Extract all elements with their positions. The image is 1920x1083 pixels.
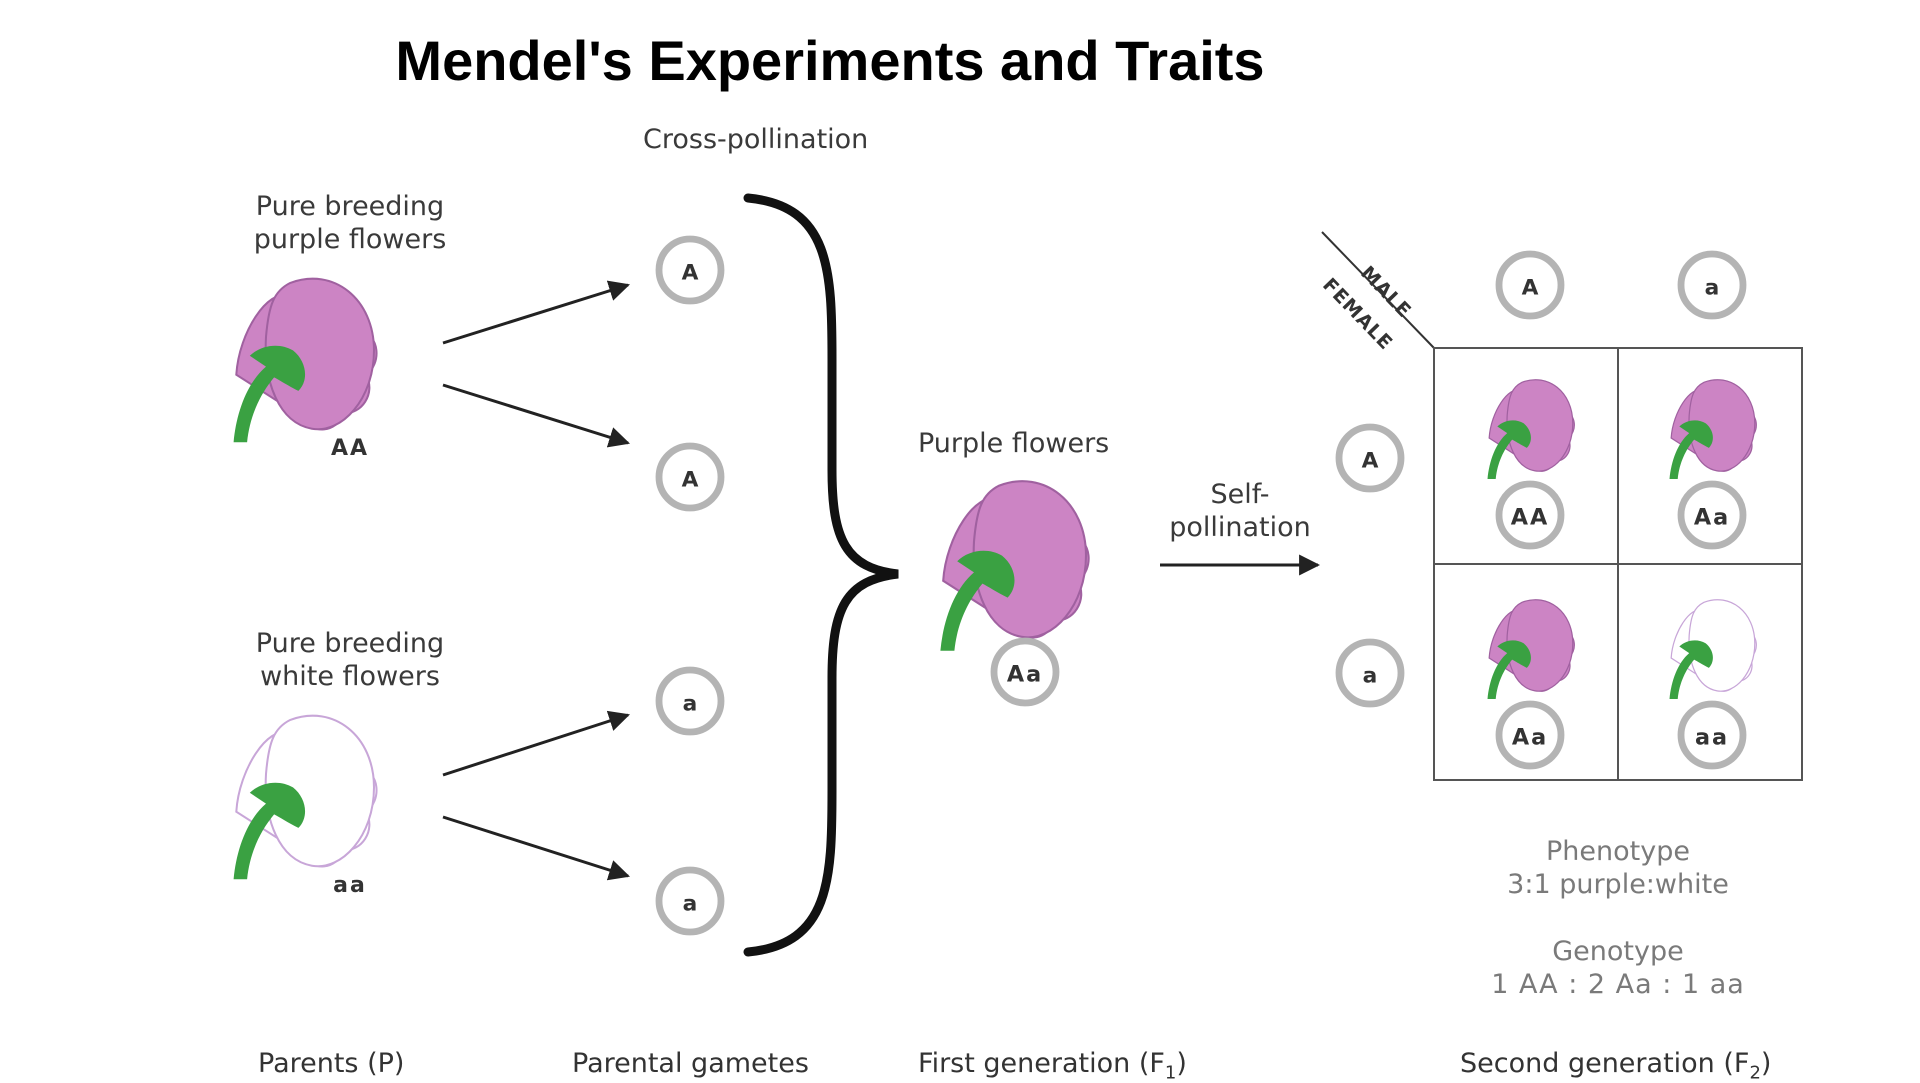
punnett-cell-genotype-2-label: Aa	[1694, 504, 1730, 530]
female-allele-2: a	[1335, 638, 1405, 708]
flower-purple-f1	[940, 481, 1089, 651]
gamete-4-ring	[655, 866, 725, 936]
parent-white-genotype: aa	[333, 873, 367, 898]
punnett-cell-genotype-4-label: aa	[1695, 724, 1729, 750]
female-allele-1-ring	[1335, 423, 1405, 493]
phenotype-title: Phenotype	[1546, 836, 1690, 867]
female-allele-2-label: a	[1363, 663, 1378, 688]
caption-gametes: Parental gametes	[572, 1048, 809, 1079]
genotype-value: 1 AA : 2 Aa : 1 aa	[1491, 969, 1745, 1000]
punnett-cell-genotype-1: AA	[1495, 480, 1565, 550]
caption-f2-sub: 2	[1749, 1062, 1761, 1083]
gamete-4-label: a	[683, 891, 698, 916]
label-purple-flowers-f1: Purple flowers	[918, 428, 1110, 459]
caption-f1-prefix: First generation (F	[918, 1048, 1165, 1079]
label-pure-purple-line1: Pure breeding	[255, 191, 445, 222]
punnett-cell-genotype-1-label: AA	[1511, 504, 1550, 530]
punnett-cell-genotype-1-ring	[1495, 480, 1565, 550]
flower-white-parent	[233, 715, 377, 880]
female-allele-2-ring	[1335, 638, 1405, 708]
genotype-block: Genotype 1 AA : 2 Aa : 1 aa	[1468, 935, 1768, 1001]
gamete-2-label: A	[682, 467, 699, 492]
label-pure-purple: Pure breeding purple flowers	[232, 190, 468, 256]
male-allele-1: A	[1495, 250, 1565, 320]
label-pure-white: Pure breeding white flowers	[232, 627, 468, 693]
female-allele-1-label: A	[1362, 448, 1379, 473]
caption-f1-suffix: )	[1176, 1048, 1187, 1079]
caption-f2: Second generation (F2)	[1460, 1048, 1771, 1083]
page-title: Mendel's Experiments and Traits	[395, 29, 1265, 92]
arrow-purple-to-gamete-1	[442, 280, 631, 345]
label-self-line2: pollination	[1169, 512, 1311, 543]
caption-f1: First generation (F1)	[918, 1048, 1187, 1083]
punnett-cell-genotype-4: aa	[1677, 700, 1747, 770]
punnett-cell-flower-4	[1669, 599, 1757, 700]
male-allele-2: a	[1677, 250, 1747, 320]
punnett-cell-genotype-3-ring	[1495, 700, 1565, 770]
gamete-4: a	[655, 866, 725, 936]
curly-brace	[743, 193, 899, 957]
f1-genotype: Aa	[990, 637, 1060, 707]
arrow-purple-to-gamete-2	[442, 383, 631, 448]
gamete-3: a	[655, 666, 725, 736]
punnett-diagonal	[1321, 231, 1435, 349]
caption-f2-suffix: )	[1760, 1048, 1772, 1079]
label-self-pollination: Self- pollination	[1150, 478, 1330, 544]
caption-parents: Parents (P)	[258, 1048, 405, 1079]
flower-purple-parent	[233, 278, 377, 443]
punnett-cell-genotype-3-label: Aa	[1512, 724, 1548, 750]
phenotype-block: Phenotype 3:1 purple:white	[1468, 835, 1768, 901]
male-allele-1-label: A	[1522, 275, 1539, 300]
label-pure-purple-line2: purple flowers	[253, 224, 447, 255]
punnett-cell-genotype-3: Aa	[1495, 700, 1565, 770]
gamete-2-ring	[655, 442, 725, 512]
punnett-cell-genotype-4-ring	[1677, 700, 1747, 770]
gamete-3-ring	[655, 666, 725, 736]
female-allele-1: A	[1335, 423, 1405, 493]
gamete-1-ring	[655, 235, 725, 305]
male-allele-2-label: a	[1705, 275, 1720, 300]
gamete-2: A	[655, 442, 725, 512]
male-allele-1-ring	[1495, 250, 1565, 320]
arrow-white-to-gamete-4	[442, 815, 631, 881]
label-pure-white-line1: Pure breeding	[255, 628, 445, 659]
male-allele-2-ring	[1677, 250, 1747, 320]
punnett-cell-genotype-2: Aa	[1677, 480, 1747, 550]
arrow-white-to-gamete-3	[442, 710, 630, 777]
gamete-3-label: a	[683, 691, 698, 716]
label-pure-white-line2: white flowers	[260, 661, 440, 692]
punnett-cell-flower-3	[1487, 599, 1575, 700]
label-self-line1: Self-	[1210, 479, 1270, 510]
f1-genotype-ring	[990, 637, 1060, 707]
caption-f1-sub: 1	[1164, 1062, 1177, 1083]
genotype-title: Genotype	[1552, 936, 1684, 967]
phenotype-value: 3:1 purple:white	[1507, 869, 1729, 900]
gamete-1: A	[655, 235, 725, 305]
label-cross-pollination: Cross-pollination	[643, 124, 869, 155]
punnett-cell-flower-1	[1487, 379, 1575, 480]
punnett-cell-genotype-2-ring	[1677, 480, 1747, 550]
caption-f2-prefix: Second generation (F	[1460, 1048, 1750, 1079]
parent-purple-genotype: AA	[330, 436, 370, 461]
punnett-cell-flower-2	[1669, 379, 1757, 480]
f1-genotype-label: Aa	[1007, 661, 1043, 687]
gamete-1-label: A	[682, 260, 699, 285]
